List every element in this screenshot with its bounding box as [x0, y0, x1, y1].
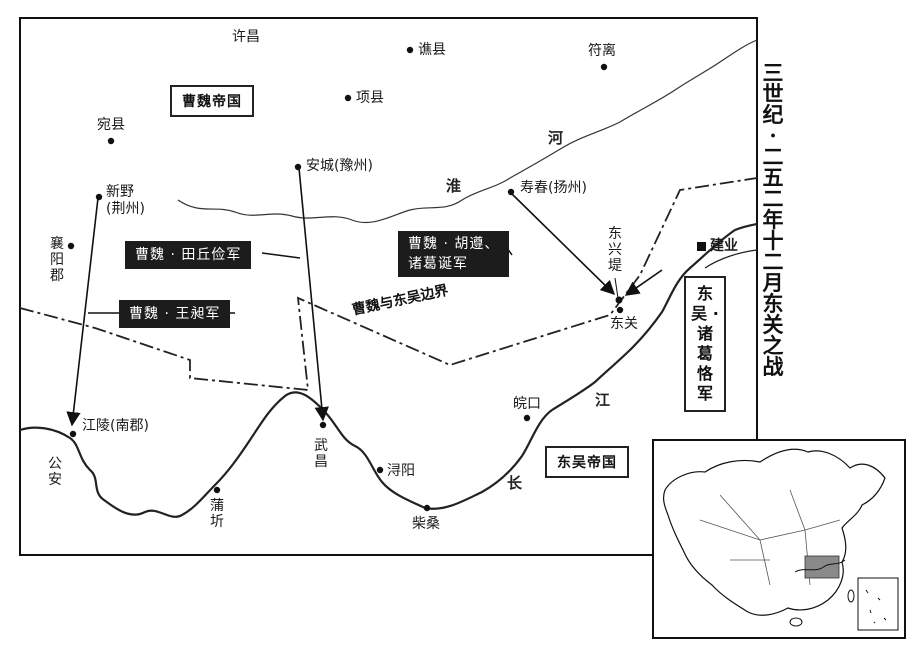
place-wankou: 皖口 [513, 396, 541, 412]
city-dot-xiangxian [344, 94, 352, 102]
army-label-tian-qiujian: 曹魏 · 田丘俭军 [125, 241, 252, 269]
army-label-hu-zun-line2: 诸葛诞军 [408, 256, 468, 272]
city-dot-shouchun [507, 188, 515, 196]
place-ancheng: 安城(豫州) [306, 158, 373, 174]
inset-south-sea-islands [865, 589, 887, 624]
place-shouchun: 寿春(扬州) [520, 180, 587, 196]
city-dot-ancheng [294, 163, 302, 171]
place-dongxingdi: 东兴堤 [608, 226, 622, 274]
arrow-hu-zun [511, 193, 616, 296]
inset-hainan [789, 617, 803, 627]
inset-highlight-region [804, 555, 840, 579]
place-fuli: 符离 [588, 43, 616, 59]
army-label-zhuge-ke: 东吴 · 诸葛恪军 [684, 276, 726, 412]
arrow-zhuge-ke [624, 269, 663, 296]
city-dot-xinye [95, 193, 103, 201]
place-xinye: 新野 [106, 184, 134, 200]
river-label-chang-2: 江 [595, 391, 611, 409]
place-xiangyang: 襄阳郡 [50, 236, 64, 284]
leader-dongxingdi [614, 277, 619, 299]
city-dot-qiaoxian [406, 46, 414, 54]
place-chaisang: 柴桑 [412, 516, 440, 532]
army-label-hu-zun-line1: 曹魏 · 胡遵、 [408, 236, 500, 252]
city-dot-xiangyang [67, 242, 75, 250]
city-dot-dongxingdi [615, 296, 623, 304]
river-label-huai-2: 河 [548, 129, 564, 147]
huai-river [177, 39, 758, 224]
river-label-chang-1: 长 [507, 474, 523, 492]
city-dot-dongguan [616, 306, 624, 314]
leader-tian [261, 252, 301, 259]
city-dot-jiangling [69, 430, 77, 438]
place-puqi: 蒲圻 [210, 498, 224, 530]
place-gongan: 公安 [48, 456, 62, 488]
army-label-wang-chang: 曹魏 · 王昶军 [119, 300, 231, 328]
empire-label-wu: 东吴帝国 [545, 446, 629, 478]
inset-river [794, 559, 846, 573]
place-xuchang: 许昌 [232, 29, 260, 45]
city-dot-fuli [600, 63, 608, 71]
empire-label-wei: 曹魏帝国 [170, 85, 254, 117]
yangtze-south-bank [704, 249, 758, 269]
arrow-tian-qiujian [298, 167, 329, 422]
arrow-wang-chang [66, 197, 99, 427]
river-label-huai-1: 淮 [446, 177, 462, 195]
city-dots [67, 46, 624, 512]
place-wuchang: 武昌 [314, 438, 328, 470]
place-xiangxian: 项县 [356, 90, 384, 106]
inset-south-sea-box [857, 577, 899, 631]
army-label-hu-zun: 曹魏 · 胡遵、 诸葛诞军 [398, 231, 510, 277]
inset-map [652, 439, 906, 639]
place-jiangling: 江陵(南郡) [82, 418, 149, 434]
wei-wu-border [19, 177, 758, 392]
place-xinye-province: (荆州) [106, 201, 145, 217]
place-qiaoxian: 谯县 [418, 42, 446, 58]
inset-taiwan [847, 589, 855, 603]
capital-marker-jianye [697, 242, 706, 251]
city-dot-wanxian [107, 137, 115, 145]
city-dot-wuchang [319, 421, 327, 429]
place-jianye: 建业 [710, 238, 738, 254]
yangtze-river [19, 222, 758, 518]
city-dot-puqi [213, 486, 221, 494]
city-dot-wankou [523, 414, 531, 422]
city-dot-xunyang [376, 466, 384, 474]
city-dot-chaisang [423, 504, 431, 512]
place-dongguan: 东关 [610, 316, 638, 332]
battle-title: 三世纪·二五二年十二月 东关之战 [762, 60, 784, 379]
place-xunyang: 浔阳 [387, 463, 415, 479]
place-wanxian: 宛县 [97, 117, 125, 133]
